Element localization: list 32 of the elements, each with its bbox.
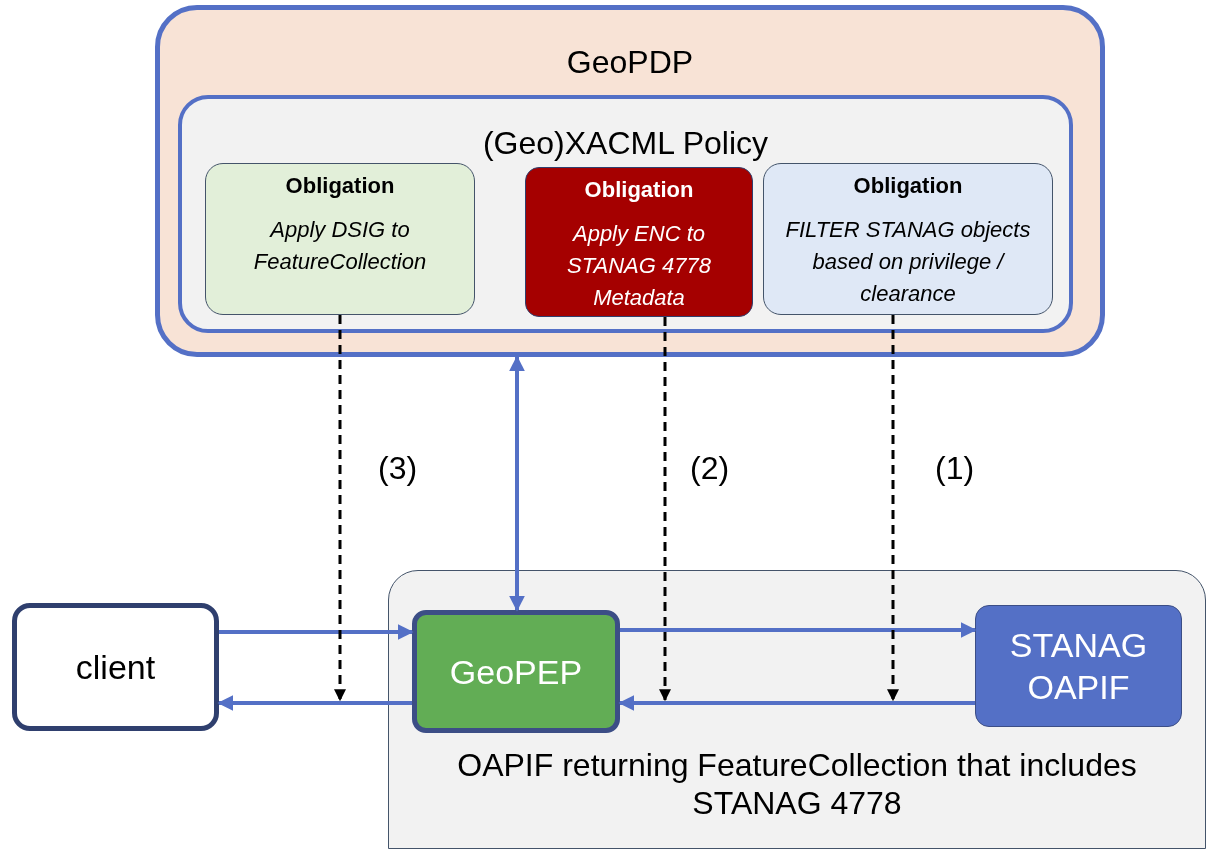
edge-label: (2): [690, 452, 730, 484]
obligation-heading: Obligation: [584, 176, 694, 204]
arrow: [618, 695, 975, 711]
obligation-text: Apply ENC to STANAG 4778 Metadata: [566, 219, 712, 312]
service-container-box: [388, 570, 1206, 849]
edge-label: (1): [935, 452, 975, 484]
obligation-box: [525, 167, 753, 317]
dashed-arrow: [659, 317, 671, 702]
arrow: [217, 695, 412, 711]
client-box: [12, 603, 219, 731]
obligation-text: FILTER STANAG objects based on privilege / clearance: [784, 215, 1032, 308]
pep-box: [412, 610, 620, 733]
arrow: [509, 355, 525, 612]
service-box: [975, 605, 1182, 727]
obligation-text: Apply DSIG to FeatureCollection: [252, 215, 428, 276]
obligation-heading: Obligation: [285, 172, 395, 200]
container-box: [155, 5, 1105, 357]
node-label: client: [74, 647, 157, 688]
obligation-box: [763, 163, 1053, 315]
heading: GeoPDP: [566, 43, 694, 82]
arrow: [219, 624, 414, 640]
heading: (Geo)XACML Policy: [482, 124, 769, 163]
container-caption: OAPIF returning FeatureCollection that includes STANAG 4778: [456, 746, 1138, 822]
dashed-arrow: [887, 315, 899, 702]
node-label: GeoPEP: [448, 651, 584, 693]
arrow: [620, 622, 977, 638]
dashed-arrow: [334, 315, 346, 702]
obligation-heading: Obligation: [853, 172, 963, 200]
node-label: STANAG OAPIF: [1008, 625, 1149, 708]
obligation-box: [205, 163, 475, 315]
policy-box: [178, 95, 1073, 333]
edge-label: (3): [378, 452, 418, 484]
